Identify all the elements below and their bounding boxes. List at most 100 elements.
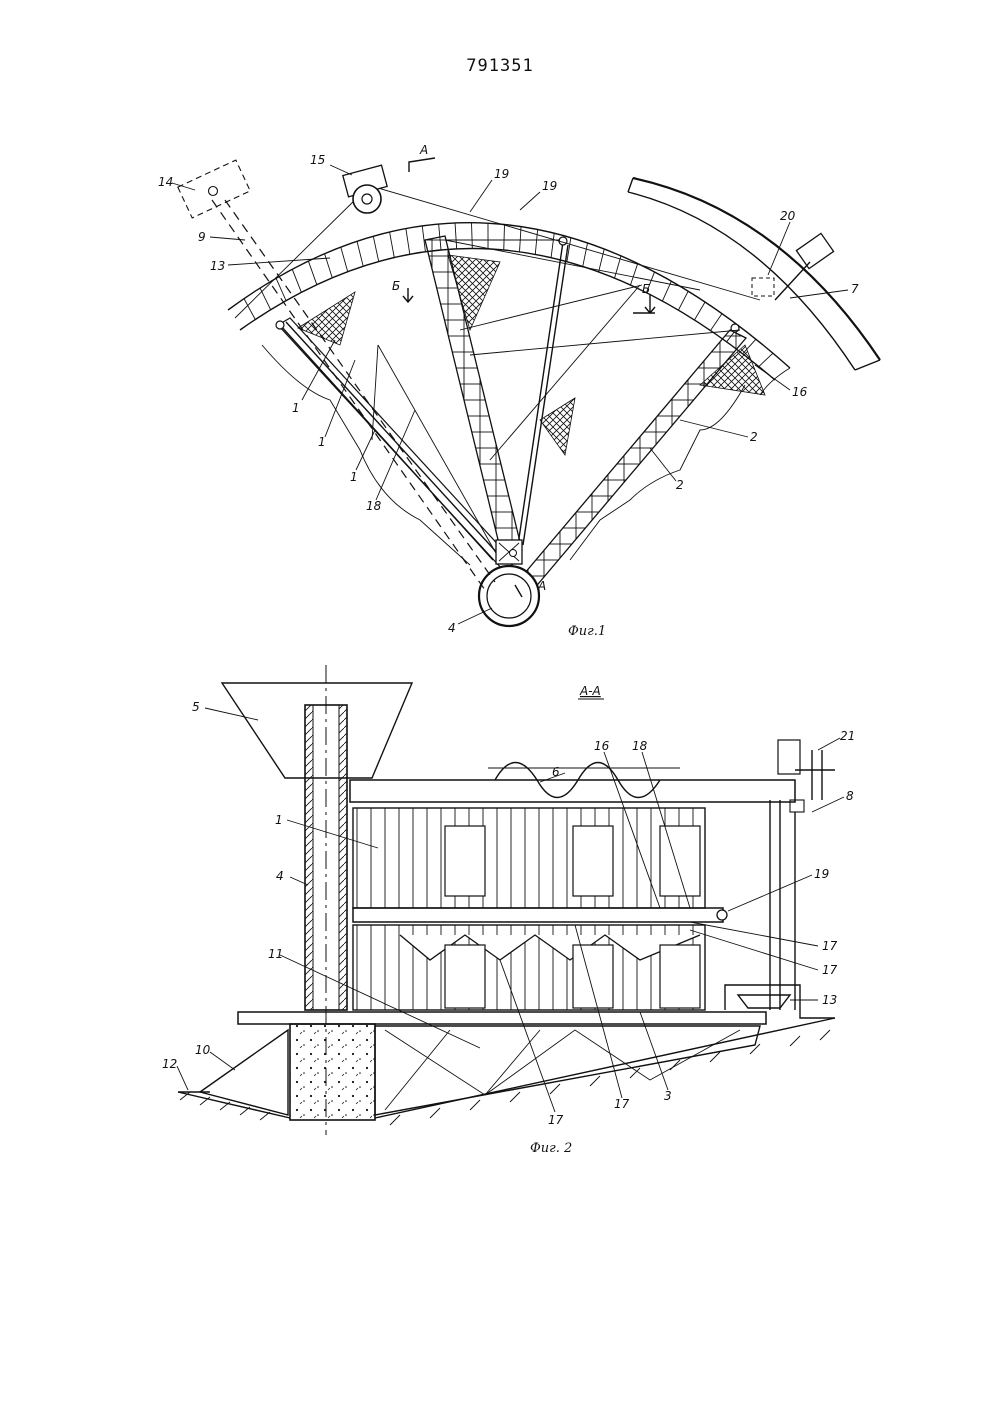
fig2-label-3: 3 bbox=[664, 1089, 672, 1103]
pivot-19 bbox=[717, 910, 727, 920]
block-ring-joint bbox=[390, 232, 395, 258]
fig2-label-6: 6 bbox=[552, 765, 560, 779]
winch-15-drum bbox=[353, 185, 381, 213]
fig2-label-18: 18 bbox=[632, 739, 648, 753]
upper-door-2 bbox=[573, 826, 613, 896]
fig2-label-21: 21 bbox=[840, 729, 855, 743]
block-ring-joint bbox=[759, 353, 773, 366]
bracket-10 bbox=[200, 1030, 288, 1115]
column-4-wall-left bbox=[305, 705, 313, 1010]
fig2-label-17a: 17 bbox=[822, 939, 838, 953]
lower-door-2 bbox=[573, 945, 613, 1008]
fig1-label-19b: 19 bbox=[542, 179, 557, 193]
block-ring-joint bbox=[373, 236, 378, 261]
fig1-label-1b: 1 bbox=[318, 435, 326, 449]
fig1-section-b-left: Б bbox=[392, 279, 400, 293]
top-beam bbox=[350, 780, 795, 802]
fig1-label-16: 16 bbox=[792, 385, 808, 399]
upper-tier-1 bbox=[353, 808, 705, 908]
fig2-label-17c: 17 bbox=[548, 1113, 564, 1127]
section-arrow-b-right bbox=[633, 295, 655, 313]
block-ring-joint bbox=[341, 247, 348, 272]
fig1-label-7: 7 bbox=[851, 282, 859, 296]
lower-door-3 bbox=[660, 945, 700, 1008]
block-ring-joint bbox=[711, 314, 723, 331]
fig2-label-17d: 17 bbox=[614, 1097, 630, 1111]
center-rod bbox=[518, 242, 563, 545]
block-ring-joint bbox=[455, 223, 457, 249]
drive-housing bbox=[778, 740, 800, 774]
central-column-4 bbox=[479, 566, 539, 626]
upper-door-1 bbox=[445, 826, 485, 896]
element-7-rod bbox=[775, 262, 810, 300]
fig1-label-19a: 19 bbox=[494, 167, 509, 181]
fig1-label-15: 15 bbox=[310, 153, 325, 167]
fig1-label-14: 14 bbox=[158, 175, 173, 189]
block-ring-joint bbox=[244, 299, 255, 320]
figure-1-plan-view: 14 9 13 15 А 19 19 20 7 Б Б 16 1 1 1 18 … bbox=[158, 143, 880, 639]
terrain-left bbox=[262, 345, 470, 565]
fig2-label-4: 4 bbox=[276, 869, 284, 883]
fig2-label-5: 5 bbox=[192, 700, 200, 714]
truss-11 bbox=[375, 1026, 760, 1115]
section-arrow-b-left bbox=[403, 288, 413, 302]
fig1-label-2a: 2 bbox=[750, 430, 758, 444]
block-ring-joint bbox=[630, 264, 637, 286]
fig1-section-a-bottom: А bbox=[537, 579, 546, 593]
mesh-lower bbox=[540, 398, 575, 455]
hanger bbox=[372, 345, 378, 440]
block-ring-joint bbox=[694, 302, 705, 320]
block-ring-joint bbox=[472, 223, 473, 249]
fig2-caption: Фиг. 2 bbox=[530, 1141, 572, 1156]
block-ring-joint bbox=[357, 241, 363, 266]
fig2-label-17b: 17 bbox=[822, 963, 838, 977]
fig1-label-1a: 1 bbox=[292, 401, 300, 415]
base-plate bbox=[238, 1012, 766, 1024]
block-ring-joint bbox=[519, 227, 521, 252]
fig2-label-19: 19 bbox=[814, 867, 829, 881]
ground-hatching bbox=[180, 1030, 830, 1125]
foundation-block bbox=[290, 1024, 375, 1120]
block-ring-joint bbox=[599, 249, 605, 272]
fig2-label-13: 13 bbox=[822, 993, 837, 1007]
fig2-section-title: А-А bbox=[579, 684, 601, 698]
terrain-right bbox=[570, 385, 745, 560]
ground-line bbox=[178, 1018, 835, 1118]
block-ring-joint bbox=[422, 226, 425, 252]
hopper-5 bbox=[222, 683, 412, 778]
block-ring-joint bbox=[325, 254, 333, 278]
truss-diagonals bbox=[385, 1030, 740, 1110]
fig1-label-13: 13 bbox=[210, 259, 225, 273]
block-ring-joint bbox=[504, 225, 505, 251]
radial-beam-right bbox=[519, 330, 746, 590]
fig1-label-9: 9 bbox=[198, 230, 206, 244]
fig2-label-11: 11 bbox=[268, 947, 283, 961]
fig2-label-12: 12 bbox=[162, 1057, 177, 1071]
fig1-label-18: 18 bbox=[366, 499, 382, 513]
fig2-label-1: 1 bbox=[275, 813, 283, 827]
cable-mid bbox=[470, 330, 740, 355]
mesh-left bbox=[298, 292, 355, 345]
fig2-label-8: 8 bbox=[846, 789, 854, 803]
fig1-label-1c: 1 bbox=[350, 470, 358, 484]
pivot-left bbox=[276, 321, 284, 329]
fig1-section-b-right: Б bbox=[642, 282, 650, 296]
fig2-label-10: 10 bbox=[195, 1043, 211, 1057]
cable-13 bbox=[235, 195, 360, 318]
block-ring-joint bbox=[406, 229, 410, 255]
fig1-label-20: 20 bbox=[780, 209, 796, 223]
block-ring-joint bbox=[583, 243, 588, 267]
hub-pin bbox=[510, 550, 517, 557]
element-14-pivot bbox=[209, 187, 218, 196]
section-arrow-a-top bbox=[409, 158, 435, 172]
figure-2-section-a-a: А-А bbox=[162, 665, 855, 1156]
fig2-label-16: 16 bbox=[594, 739, 610, 753]
upper-door-3 bbox=[660, 826, 700, 896]
fig2-leaders bbox=[177, 708, 844, 1112]
block-ring-joint bbox=[551, 233, 554, 257]
block-ring-outer bbox=[228, 223, 790, 368]
fig1-section-a-top: А bbox=[419, 143, 428, 157]
block-ring-joint bbox=[678, 291, 688, 310]
trough-13 bbox=[738, 995, 790, 1008]
